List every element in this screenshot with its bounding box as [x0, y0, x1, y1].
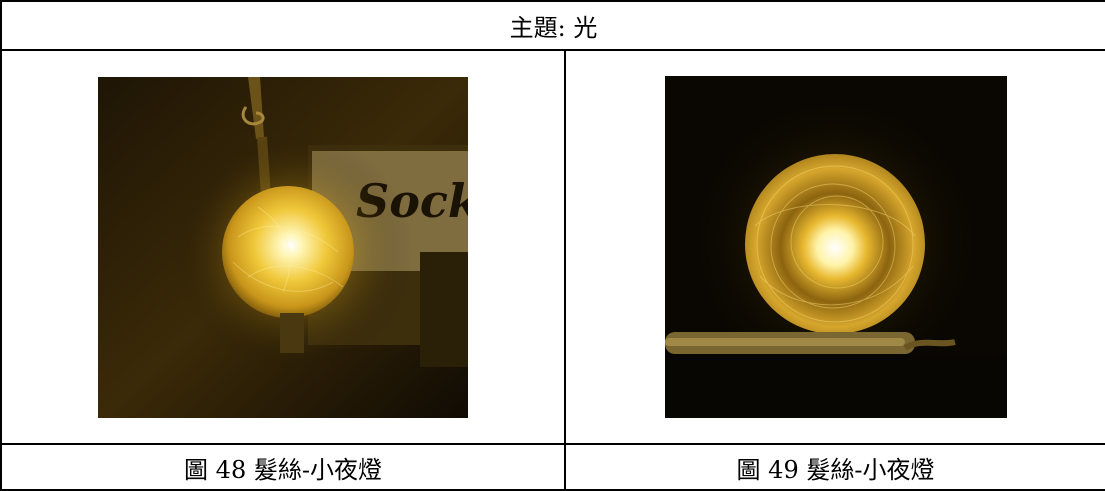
night-light-photo-49 [664, 76, 1007, 418]
photo-night-light-49 [664, 76, 1007, 418]
photo-cell-right [564, 49, 1105, 445]
figure-49-caption: 圖 49 髮絲-小夜燈 [564, 443, 1105, 491]
night-light-photo-48: Socke [98, 76, 468, 418]
photo-night-light-48: Socke [98, 76, 468, 418]
theme-title: 主題: 光 [0, 0, 1105, 51]
figure-48-caption: 圖 48 髮絲-小夜燈 [0, 443, 566, 491]
photo-cell-left: Socke [0, 49, 566, 445]
